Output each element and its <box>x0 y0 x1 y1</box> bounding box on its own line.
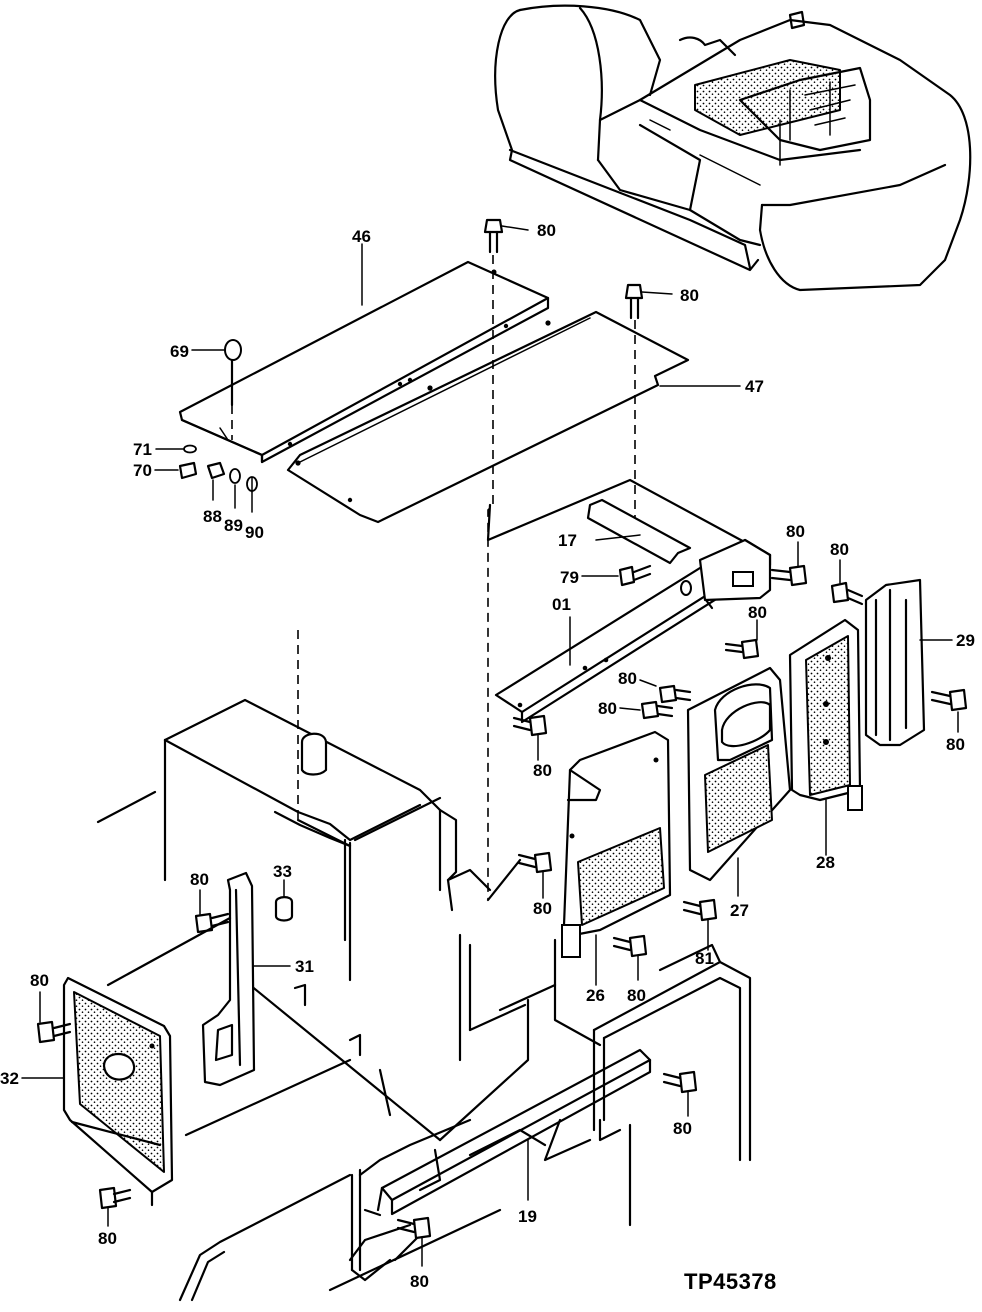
callout-80-part29-bottom: 80 <box>946 735 965 754</box>
callout-80-part27: 80 <box>748 603 767 622</box>
callout-46: 46 <box>352 227 371 246</box>
callout-33: 33 <box>273 862 292 881</box>
callout-26: 26 <box>586 986 605 1005</box>
callout-80-part31: 80 <box>190 870 209 889</box>
cover-plate-47 <box>286 310 690 524</box>
callout-32: 32 <box>0 1069 19 1088</box>
callout-80-part29-top: 80 <box>830 540 849 559</box>
lower-frame <box>178 938 752 1302</box>
callout-labels: 46 80 80 69 47 71 70 88 89 90 17 79 80 8… <box>0 221 975 1294</box>
callout-90: 90 <box>245 523 264 542</box>
leader-lines <box>251 243 741 493</box>
callout-80-upper-right: 80 <box>680 286 699 305</box>
callout-17: 17 <box>558 531 577 550</box>
callout-70: 70 <box>133 461 152 480</box>
callout-79: 79 <box>560 568 579 587</box>
callout-71: 71 <box>133 440 152 459</box>
callout-81: 81 <box>695 949 714 968</box>
small-hardware <box>154 339 258 513</box>
callout-80-mid-a: 80 <box>618 669 637 688</box>
bracket-31 <box>194 871 294 1087</box>
plate-28 <box>788 618 863 856</box>
callout-80-part26-bottom: 80 <box>627 986 646 1005</box>
callout-80-mid-b: 80 <box>598 699 617 718</box>
machine-overview <box>494 4 972 292</box>
callout-80-bracket: 80 <box>786 522 805 541</box>
callout-80-part26-top: 80 <box>533 761 552 780</box>
callout-01: 01 <box>552 595 571 614</box>
bracket-29 <box>830 559 968 747</box>
callout-80-frame: 80 <box>673 1119 692 1138</box>
callout-28: 28 <box>816 853 835 872</box>
drawing-code: TP45378 <box>684 1269 777 1294</box>
plate-26 <box>512 714 718 986</box>
callout-19: 19 <box>518 1207 537 1226</box>
callout-29: 29 <box>956 631 975 650</box>
callout-80-part32-top: 80 <box>30 971 49 990</box>
bolt-79 <box>581 564 652 587</box>
plate-32 <box>21 916 352 1227</box>
plate-27 <box>619 619 792 897</box>
callout-69: 69 <box>170 342 189 361</box>
top-bolts <box>297 218 752 900</box>
callout-31: 31 <box>295 957 314 976</box>
callout-47: 47 <box>745 377 764 396</box>
callout-80-part32-bottom: 80 <box>98 1229 117 1248</box>
callout-80-top: 80 <box>537 221 556 240</box>
callout-88: 88 <box>203 507 222 526</box>
bolt-80-bracket <box>770 541 808 587</box>
callout-80-part26-mid: 80 <box>533 899 552 918</box>
tank-body <box>96 698 530 1142</box>
bracket-assembly-01 <box>494 498 772 724</box>
callout-27: 27 <box>730 901 749 920</box>
callout-89: 89 <box>224 516 243 535</box>
callout-80-bottom: 80 <box>410 1272 429 1291</box>
